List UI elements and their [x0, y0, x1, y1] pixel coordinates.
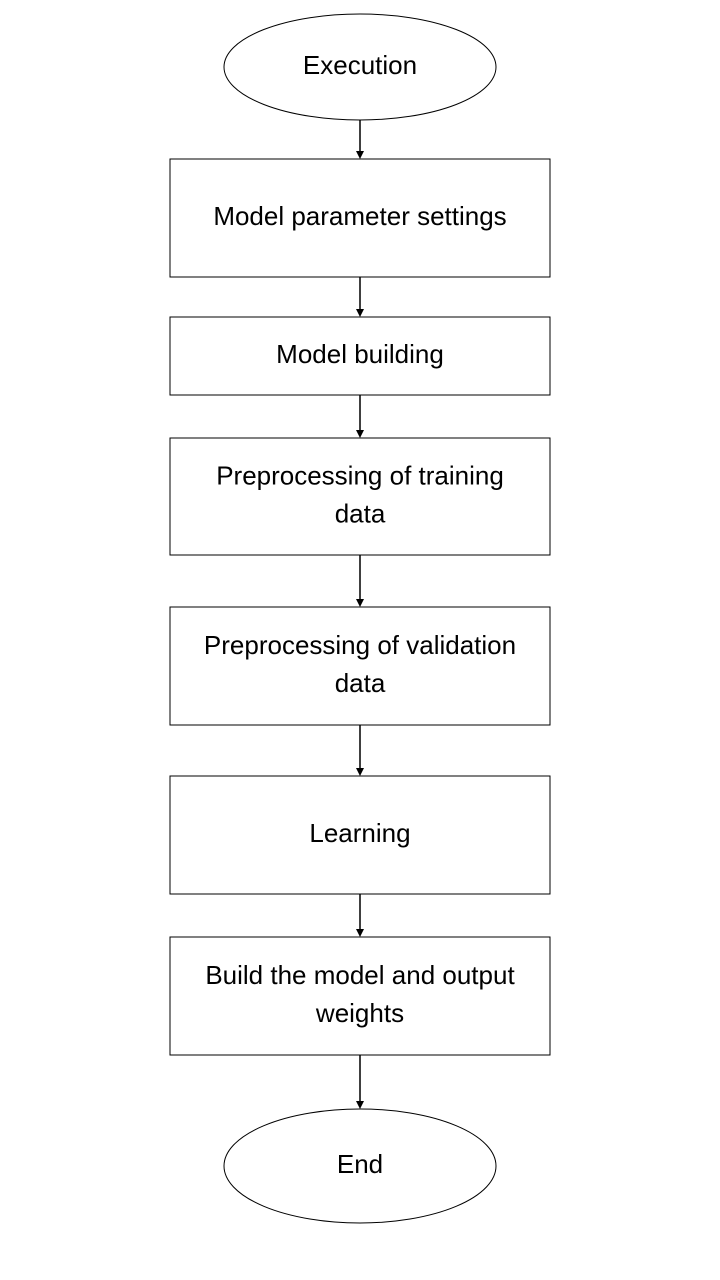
arrow-build-model-output-weights-to-end — [356, 1055, 364, 1109]
node-model-parameter-settings: Model parameter settings — [169, 158, 551, 278]
process-box — [169, 606, 551, 726]
arrowhead-icon — [356, 151, 364, 159]
node-label: Preprocessing of training — [216, 460, 504, 490]
node-label: End — [337, 1149, 383, 1179]
node-model-building: Model building — [169, 316, 551, 396]
node-label: data — [335, 498, 386, 528]
arrow-model-parameter-settings-to-model-building — [356, 277, 364, 317]
node-learning: Learning — [169, 775, 551, 895]
node-preprocessing-training-data: Preprocessing of training data — [169, 437, 551, 556]
arrow-model-building-to-preprocessing-training-data — [356, 395, 364, 438]
process-box — [169, 158, 551, 278]
arrowhead-icon — [356, 430, 364, 438]
connector-layer — [356, 120, 364, 1109]
arrow-preprocessing-training-data-to-preprocessing-validation-data — [356, 555, 364, 607]
arrowhead-icon — [356, 309, 364, 317]
node-label: weights — [315, 998, 404, 1028]
arrowhead-icon — [356, 1101, 364, 1109]
node-preprocessing-validation-data: Preprocessing of validation data — [169, 606, 551, 726]
node-label: Learning — [309, 818, 410, 848]
arrowhead-icon — [356, 768, 364, 776]
node-execution: Execution — [223, 13, 497, 121]
node-label: Preprocessing of validation — [204, 630, 516, 660]
arrowhead-icon — [356, 929, 364, 937]
terminal-ellipse — [223, 13, 497, 121]
terminal-ellipse — [223, 1108, 497, 1224]
process-box — [169, 437, 551, 556]
node-end: End — [223, 1108, 497, 1224]
arrow-preprocessing-validation-data-to-learning — [356, 725, 364, 776]
node-build-model-output-weights: Build the model and output weights — [169, 936, 551, 1056]
process-box — [169, 775, 551, 895]
arrow-execution-to-model-parameter-settings — [356, 120, 364, 159]
node-label: Model parameter settings — [213, 201, 506, 231]
node-label: data — [335, 668, 386, 698]
arrowhead-icon — [356, 599, 364, 607]
node-label: Execution — [303, 50, 417, 80]
node-label: Model building — [276, 339, 444, 369]
process-box — [169, 936, 551, 1056]
arrow-learning-to-build-model-output-weights — [356, 894, 364, 937]
process-box — [169, 316, 551, 396]
node-label: Build the model and output — [205, 960, 515, 990]
